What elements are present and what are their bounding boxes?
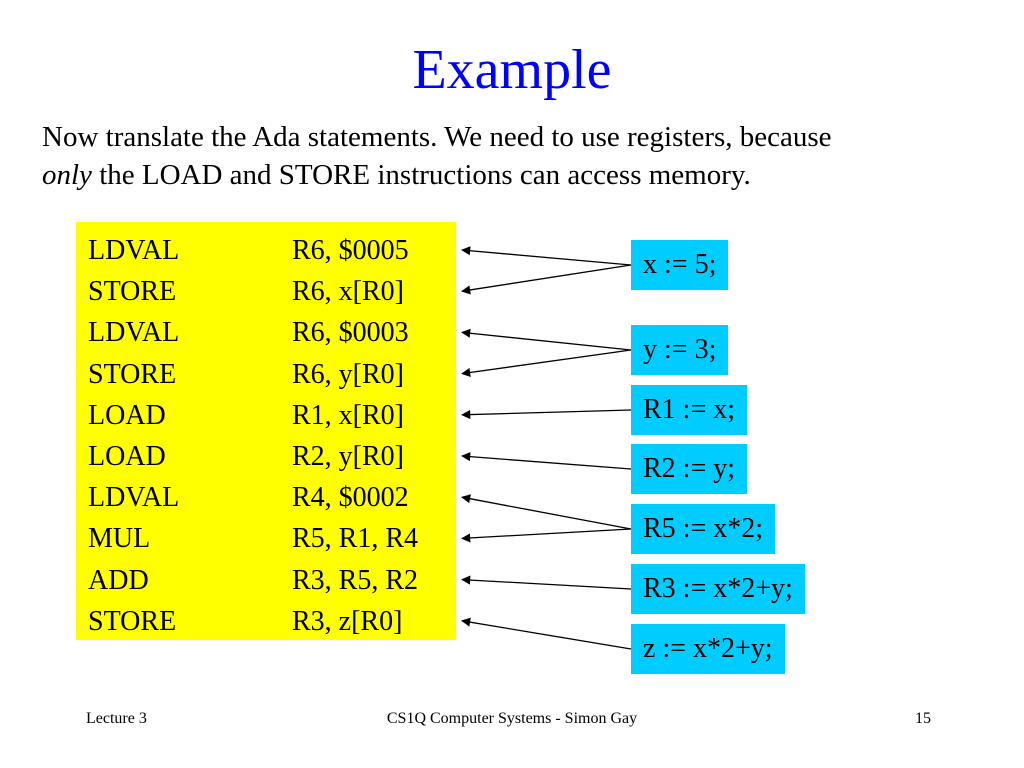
opcode: STORE <box>88 276 177 308</box>
ada-statement: R2 := y; <box>631 444 748 494</box>
mapping-arrow <box>461 328 632 351</box>
operands: R2, y[R0] <box>292 441 404 472</box>
mapping-arrow <box>461 264 632 295</box>
operands: R3, z[R0] <box>292 605 403 637</box>
opcode: LOAD <box>88 399 166 431</box>
operands: R6, x[R0] <box>292 276 404 308</box>
footer-course: CS1Q Computer Systems - Simon Gay <box>386 710 638 727</box>
intro-line-2: the LOAD and STORE instructions can acce… <box>91 159 751 191</box>
opcode: MUL <box>88 523 151 555</box>
operands: R6, $0003 <box>292 317 409 349</box>
footer-page-number: 15 <box>915 710 931 727</box>
operands: R1, x[R0] <box>292 399 404 431</box>
operands: R5, R1, R4 <box>292 523 419 555</box>
slide-title: Example <box>412 39 612 101</box>
intro-emphasis: only <box>42 159 92 191</box>
ada-statement: x := 5; <box>631 240 729 290</box>
mapping-arrow <box>461 617 632 650</box>
opcode: LDVAL <box>88 482 180 514</box>
ada-statement: R5 := x*2; <box>631 504 776 554</box>
opcode: LOAD <box>88 441 166 472</box>
mapping-arrow <box>461 528 632 543</box>
opcode: STORE <box>88 358 177 390</box>
operands: R3, R5, R2 <box>292 564 419 596</box>
footer-lecture: Lecture 3 <box>86 710 147 727</box>
opcode: LDVAL <box>88 317 180 349</box>
ada-statement: R3 := x*2+y; <box>631 564 805 614</box>
mapping-arrow <box>461 409 632 420</box>
ada-statement: y := 3; <box>631 325 729 375</box>
ada-statement: z := x*2+y; <box>631 624 785 674</box>
opcode: LDVAL <box>88 235 180 266</box>
opcode: STORE <box>88 605 177 637</box>
intro-line-1: Now translate the Ada statements. We nee… <box>42 121 832 153</box>
ada-statement: R1 := x; <box>631 385 748 435</box>
operands: R6, y[R0] <box>292 358 404 390</box>
mapping-arrow <box>461 246 632 266</box>
mapping-arrow <box>461 575 632 590</box>
opcode: ADD <box>88 564 149 596</box>
mapping-arrow <box>461 349 632 377</box>
mapping-arrow <box>461 494 632 530</box>
operands: R6, $0005 <box>292 235 409 266</box>
intro-text: Now translate the Ada statements. We nee… <box>42 118 1002 194</box>
operands: R4, $0002 <box>292 482 409 514</box>
mapping-arrow <box>461 452 632 470</box>
